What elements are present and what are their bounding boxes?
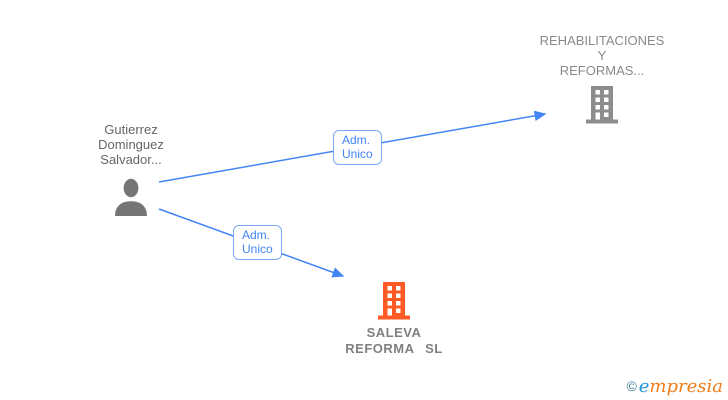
company-node-saleva[interactable]: SALEVA REFORMA SL: [324, 282, 464, 357]
edge-label-adm-unico-rehabilitaciones[interactable]: Adm. Unico: [333, 130, 382, 165]
company-name-label: SALEVA REFORMA SL: [324, 325, 464, 357]
edge-label-line: Unico: [342, 147, 373, 161]
building-icon: [586, 86, 618, 124]
person-name-line: Salvador...: [100, 152, 162, 167]
logo-letter-e: e: [638, 376, 650, 397]
person-name-line: Dominguez: [98, 137, 164, 152]
building-icon: [378, 282, 410, 320]
company-name-line: Y: [597, 48, 607, 63]
edge-label-adm-unico-saleva[interactable]: Adm. Unico: [233, 225, 282, 260]
empresia-logo[interactable]: ©empresia: [626, 376, 723, 397]
person-name-line: Gutierrez: [104, 122, 158, 137]
edge-label-line: Unico: [242, 242, 273, 256]
company-name-line: REHABILITACIONES: [539, 33, 665, 48]
person-node-gutierrez[interactable]: Gutierrez Dominguez Salvador...: [61, 122, 201, 216]
person-icon: [115, 178, 147, 216]
edge-label-line: Adm.: [242, 228, 271, 242]
person-name-label: Gutierrez Dominguez Salvador...: [61, 122, 201, 167]
logo-text: mpresia: [649, 376, 723, 397]
company-name-line: REFORMA SL: [345, 341, 443, 356]
company-name-line: REFORMAS...: [559, 63, 645, 78]
company-node-rehabilitaciones[interactable]: REHABILITACIONES Y REFORMAS...: [522, 33, 682, 124]
company-name-label: REHABILITACIONES Y REFORMAS...: [522, 33, 682, 78]
edge-label-line: Adm.: [342, 133, 371, 147]
company-name-line: SALEVA: [366, 325, 422, 340]
copyright-icon: ©: [626, 378, 637, 394]
